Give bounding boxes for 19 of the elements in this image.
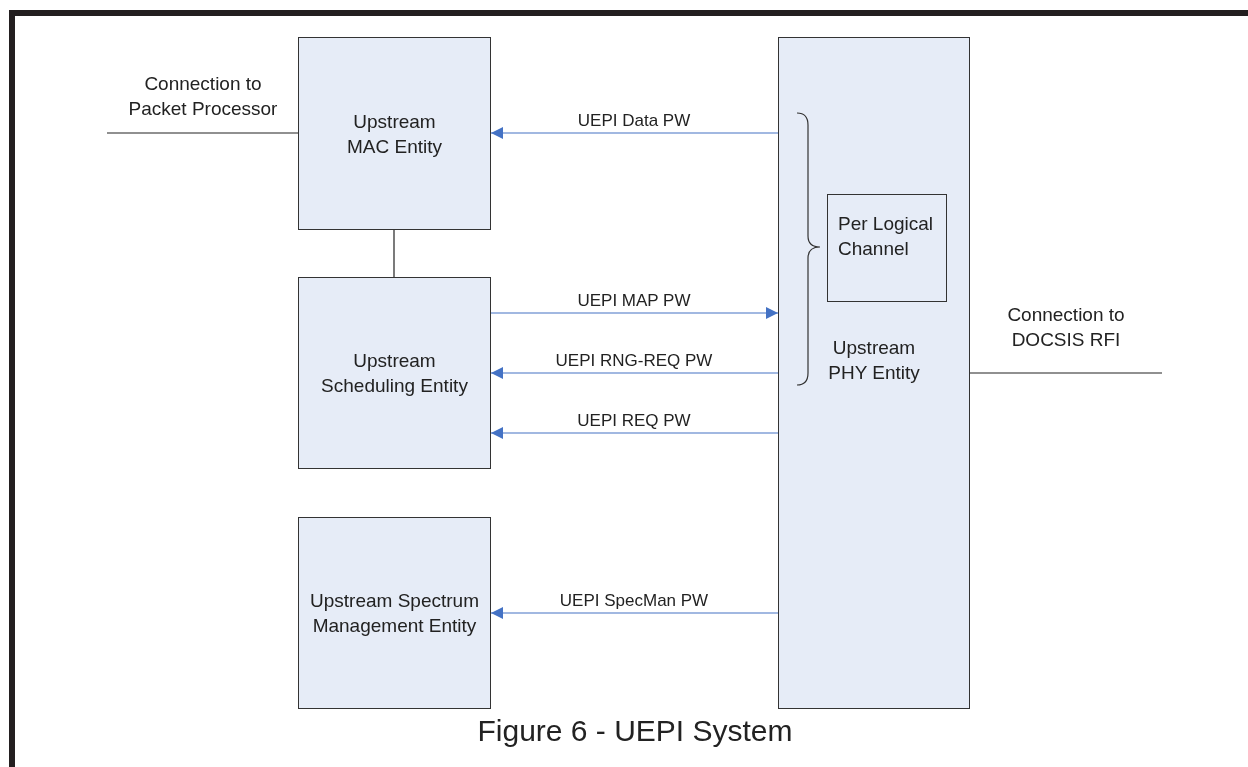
block-label: Per Logical Channel: [838, 212, 935, 261]
block-box: [827, 194, 947, 302]
block-label: Upstream MAC Entity: [346, 109, 443, 159]
arrow: [490, 307, 779, 319]
connector-line: [393, 229, 395, 278]
block-label: Upstream PHY Entity: [827, 336, 921, 385]
arrow: [490, 607, 779, 619]
connector-line: [969, 372, 1163, 374]
arrow: [490, 127, 779, 139]
block-box: [298, 37, 491, 230]
block-box: [298, 277, 491, 469]
arrow: [490, 427, 779, 439]
connector-line: [106, 132, 299, 134]
block-label: Upstream Spectrum Management Entity: [309, 589, 480, 638]
block-box: [778, 37, 970, 709]
figure-caption: Figure 6 - UEPI System: [476, 713, 794, 749]
block-label: Upstream Scheduling Entity: [320, 349, 469, 398]
arrow: [490, 367, 779, 379]
block-box: [298, 517, 491, 709]
